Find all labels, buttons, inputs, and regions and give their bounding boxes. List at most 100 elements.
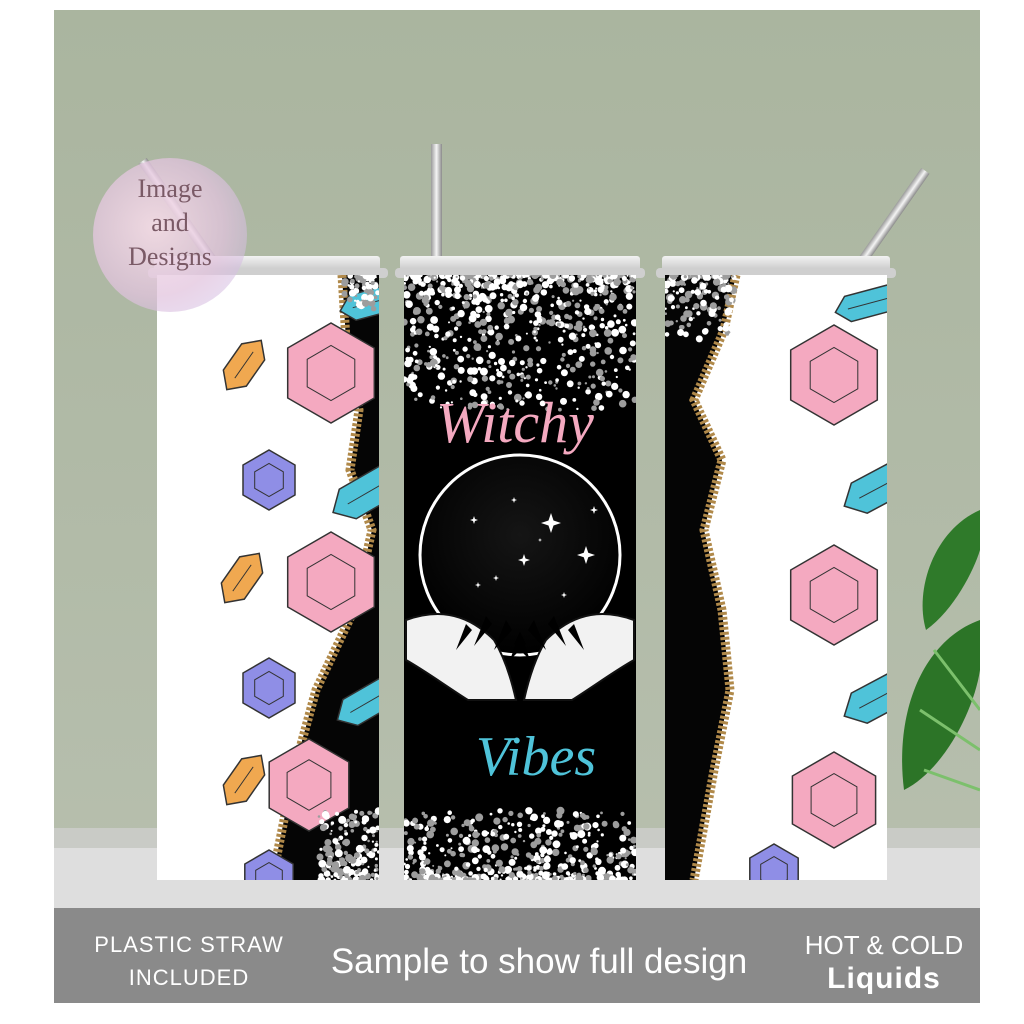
glitter-dot: [471, 357, 474, 360]
glitter-dot: [528, 307, 534, 313]
star-icon: [541, 513, 561, 533]
glitter-dot: [629, 340, 636, 347]
glitter-dot: [574, 302, 581, 309]
glitter-dot: [507, 822, 511, 825]
glitter-dot: [545, 406, 550, 412]
glitter-dot: [483, 875, 489, 880]
glitter-dot: [321, 866, 327, 873]
glitter-dot: [549, 310, 554, 315]
glitter-dot: [468, 275, 472, 279]
glitter-dot: [490, 876, 495, 880]
glitter-dot: [525, 807, 533, 815]
glitter-dot: [572, 811, 579, 818]
glitter-dot: [566, 820, 570, 824]
glitter-dot: [580, 860, 585, 866]
glitter-dot: [631, 848, 636, 857]
product-scene: Witchy Vibes: [54, 10, 980, 908]
glitter-dot: [513, 393, 522, 402]
glitter-dot: [520, 374, 525, 379]
glitter-dot: [436, 844, 439, 847]
glitter-dot: [354, 283, 360, 289]
glitter-dot: [684, 297, 690, 303]
glitter-dot: [467, 337, 472, 342]
gem-facet: [286, 759, 332, 811]
glitter-dot: [572, 349, 577, 354]
glitter-dot: [593, 399, 600, 406]
glitter-dot: [529, 320, 533, 324]
glitter-dot: [590, 291, 595, 296]
glitter-dot: [512, 310, 516, 315]
glitter-dot: [524, 866, 528, 870]
tumbler-subtitle: Vibes: [476, 726, 596, 788]
glitter-dot: [370, 873, 374, 877]
glitter-dot: [551, 875, 558, 880]
glitter-dot: [409, 275, 413, 277]
glitter-dot: [536, 878, 539, 880]
glitter-dot: [358, 874, 367, 880]
glitter-dot: [562, 287, 570, 294]
glitter-dot: [607, 337, 614, 344]
glitter-dot: [375, 825, 379, 831]
glitter-dot: [555, 378, 559, 382]
glitter-dot: [344, 829, 347, 833]
glitter-dot: [541, 281, 550, 289]
glitter-dot: [631, 396, 636, 403]
glitter-dot: [333, 878, 337, 880]
straw-right: [852, 167, 930, 273]
glitter-dot: [558, 318, 562, 322]
glitter-dot: [442, 877, 448, 880]
glitter-dot: [417, 392, 423, 398]
glitter-dot: [433, 276, 436, 279]
glitter-dot: [583, 327, 588, 332]
gem-facet: [760, 856, 788, 880]
glitter-dot: [323, 813, 330, 820]
glitter-dot: [482, 310, 485, 314]
glitter-dot: [566, 380, 574, 388]
glitter-dot: [577, 381, 582, 386]
glitter-dot: [432, 325, 440, 333]
glitter-dot: [600, 317, 605, 322]
glitter-dot: [534, 311, 542, 318]
glitter-dot: [683, 275, 687, 279]
crystal-icon: [843, 666, 887, 724]
glitter-dot: [615, 319, 621, 325]
glitter-dot: [459, 380, 462, 383]
glitter-dot: [683, 283, 686, 286]
glitter-dot: [405, 858, 409, 861]
glitter-dot: [519, 400, 525, 406]
glitter-dot: [454, 326, 459, 331]
glitter-dot: [590, 361, 596, 367]
glitter-dot: [560, 397, 567, 405]
glitter-dot: [714, 295, 720, 300]
glitter-dot: [445, 331, 451, 337]
glitter-dot: [560, 829, 565, 834]
glitter-dot: [545, 829, 552, 835]
gem-facet: [809, 566, 859, 624]
glitter-dot: [699, 282, 707, 290]
glitter-dot: [338, 815, 347, 824]
glitter-dot: [460, 397, 463, 401]
glitter-dot: [725, 307, 733, 314]
glitter-dot: [607, 278, 612, 283]
glitter-dot: [677, 329, 685, 336]
glitter-dot: [529, 816, 534, 821]
glitter-dot: [486, 359, 491, 364]
glitter-dot: [620, 860, 629, 869]
straw-middle: [431, 144, 442, 274]
glitter-dot: [427, 283, 433, 289]
glitter-dot: [372, 834, 375, 838]
glitter-dot: [685, 306, 688, 310]
glitter-dot: [624, 323, 628, 327]
glitter-dot: [459, 275, 466, 281]
glitter-dot: [427, 819, 435, 827]
glitter-dot: [516, 280, 524, 289]
glitter-dot: [575, 876, 582, 880]
hot-cold-line2: Liquids: [827, 962, 941, 995]
glitter-dot: [348, 821, 356, 828]
glitter-dot: [556, 364, 562, 370]
glitter-dot: [487, 328, 495, 336]
glitter-dot: [488, 351, 496, 359]
glitter-dot: [414, 397, 418, 401]
glitter-dot: [717, 306, 721, 311]
glitter-dot: [369, 826, 377, 834]
